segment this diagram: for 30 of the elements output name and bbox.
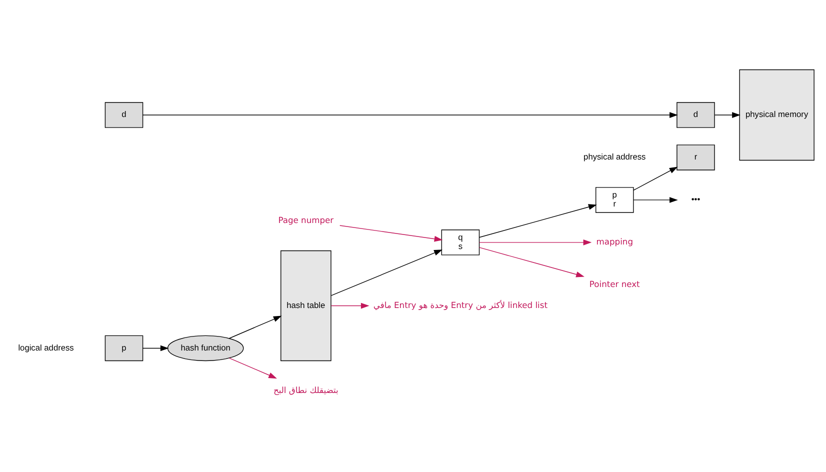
arrow (330, 302, 370, 308)
arrow (478, 204, 597, 238)
node-box: hash table (280, 250, 332, 361)
node-box: p r (596, 186, 634, 212)
arrow (714, 112, 740, 118)
node-text: بتضيقلك نطاق البح (273, 384, 338, 394)
node-box: physical memory (739, 68, 814, 160)
node-box: d (104, 102, 144, 128)
arrow (340, 224, 443, 242)
node-box: p (104, 334, 144, 361)
node-text: mapping (596, 236, 634, 246)
node-ellipse: hash function (167, 334, 244, 361)
label: physical address (584, 151, 646, 162)
node-text: Pointer next (589, 278, 640, 289)
arrow (330, 249, 442, 296)
node-text: Page numper (278, 214, 334, 224)
arrow (142, 344, 169, 351)
node-box: r (676, 144, 715, 170)
arrow (478, 246, 584, 277)
arrow (633, 196, 678, 202)
arrow (228, 357, 277, 378)
arrow (633, 166, 678, 190)
node-text: مافي Entry وحدة هو Entry لأكثر من linked list (373, 299, 548, 310)
label: logical address (18, 342, 74, 352)
arrow (228, 315, 282, 338)
node-box: d (676, 102, 715, 128)
node-text: ••• (691, 194, 700, 204)
arrow (478, 239, 592, 245)
node-box: q s (441, 229, 480, 255)
arrow (142, 112, 678, 118)
